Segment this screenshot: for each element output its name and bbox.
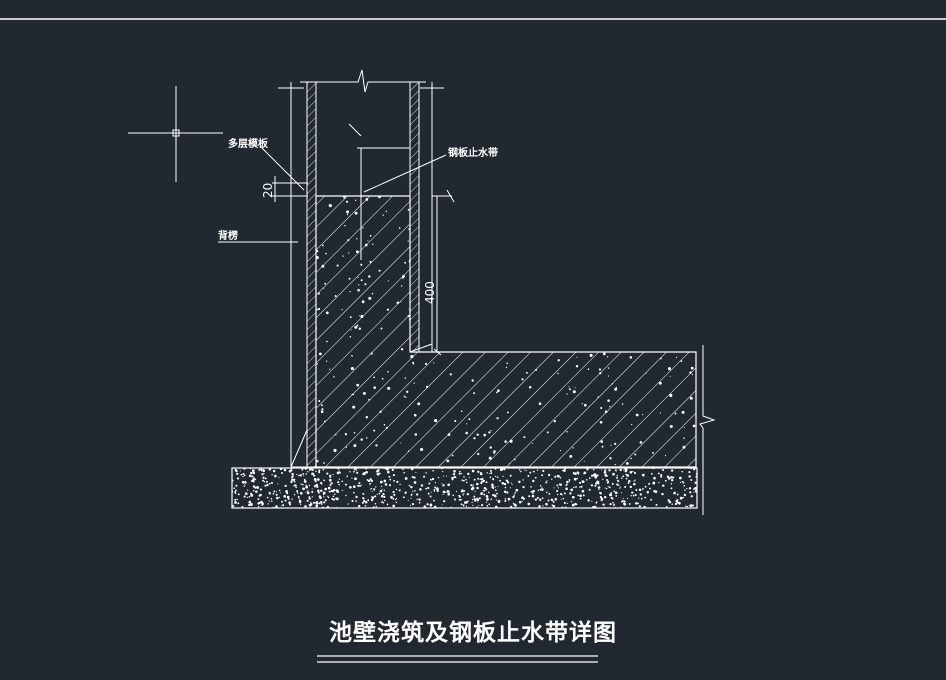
concrete-section [315, 195, 697, 468]
right-break-line [699, 345, 716, 515]
steel-waterstop [348, 123, 410, 260]
dimension-400 [432, 189, 455, 356]
dimension-20 [272, 176, 308, 202]
dimension-text-20: 20 [261, 183, 275, 198]
drawing-title: 池壁浇筑及钢板止水带详图 [329, 619, 617, 646]
top-break-line [300, 69, 426, 93]
base-slab [231, 467, 698, 509]
crosshair-cursor-icon [128, 86, 223, 182]
dimension-text-400: 400 [423, 281, 437, 304]
left-formwork [278, 81, 317, 468]
title-underline [317, 655, 598, 663]
right-formwork [409, 81, 696, 353]
label-formwork: 多层模板 [228, 137, 269, 150]
label-back-edge: 背楞 [218, 229, 238, 242]
label-steel-waterstop: 钢板止水带 [448, 146, 498, 159]
